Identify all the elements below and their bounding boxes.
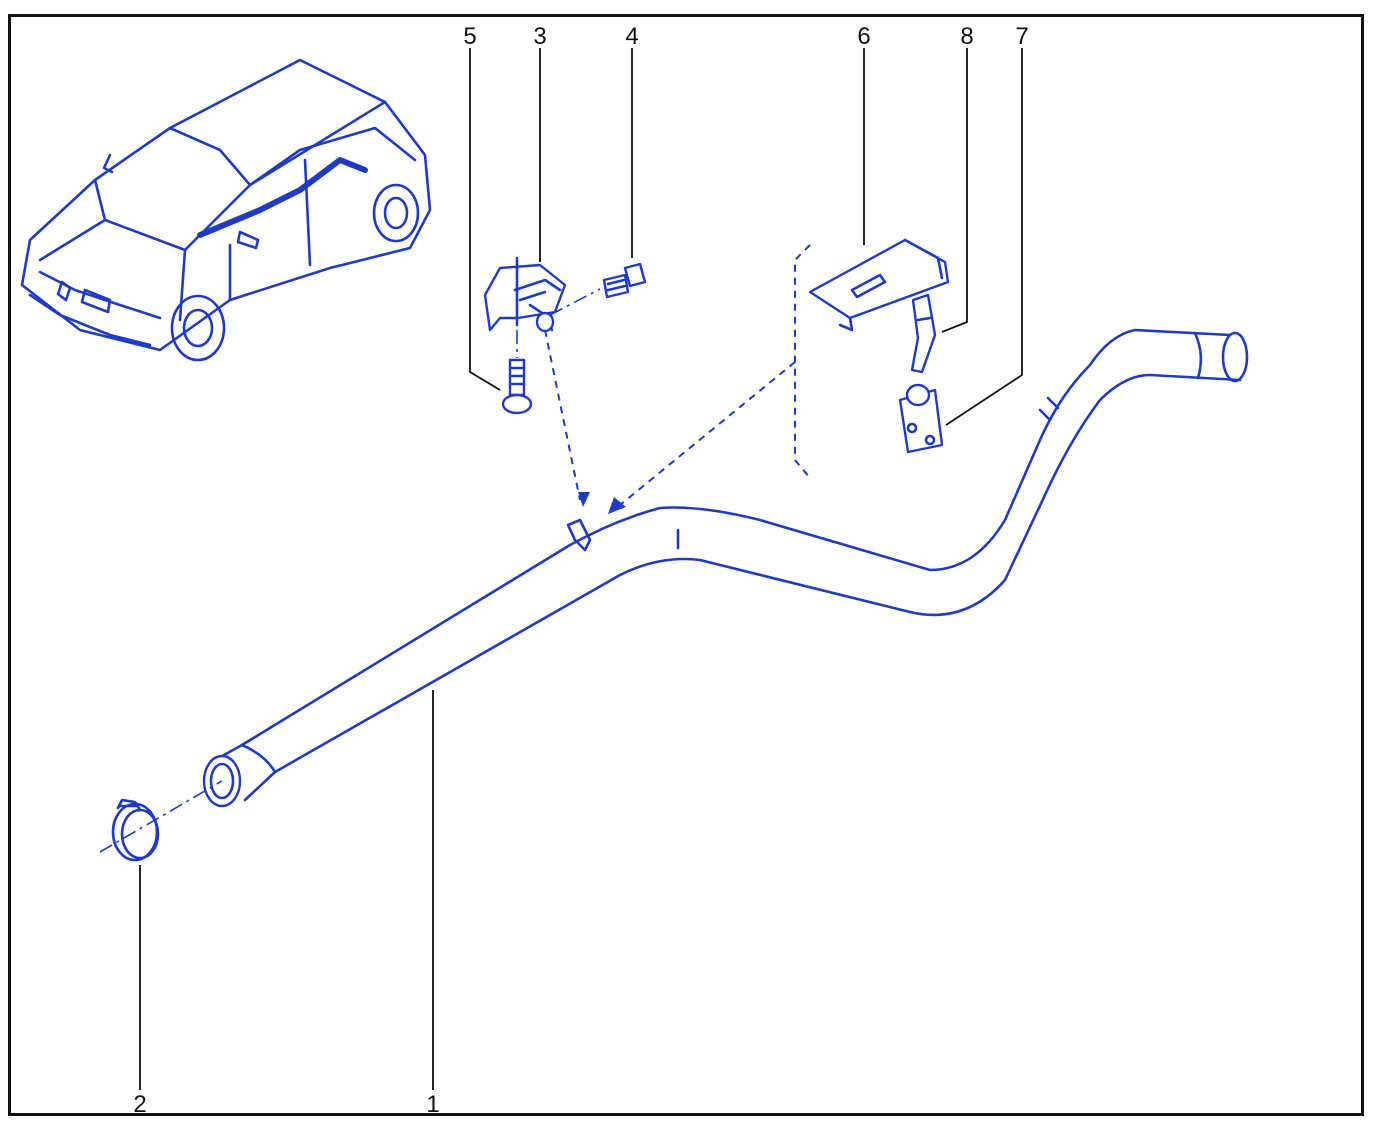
assembly-line-bracket <box>544 329 581 501</box>
callout-8: 8 <box>960 23 973 50</box>
callout-5: 5 <box>463 23 476 50</box>
hanger-group-bracket <box>794 244 811 479</box>
rubber-strap <box>910 293 937 374</box>
arrow-hanger-to-pipe <box>608 497 626 514</box>
car-overview-illustration <box>20 58 432 362</box>
diagram-frame <box>8 14 1364 1116</box>
hanger-bracket <box>808 238 950 332</box>
exhaust-pipe <box>202 328 1249 808</box>
bracket-bolt-horizontal <box>549 262 647 316</box>
bracket-bolt-vertical <box>501 330 533 415</box>
callout-3: 3 <box>533 23 546 50</box>
assembly-axis <box>99 780 223 853</box>
callout-4: 4 <box>625 23 638 50</box>
leader-lines <box>139 48 1023 1090</box>
mounting-bracket <box>483 256 567 333</box>
callout-7: 7 <box>1015 23 1028 50</box>
exhaust-clamp <box>111 798 160 862</box>
arrow-bracket-to-pipe <box>578 492 590 507</box>
rubber-mount <box>898 383 944 454</box>
callout-6: 6 <box>857 23 870 50</box>
callout-1: 1 <box>426 1091 439 1118</box>
exhaust-highlight-on-car <box>197 157 368 238</box>
assembly-line-hanger <box>619 361 796 506</box>
callout-2: 2 <box>133 1091 146 1118</box>
